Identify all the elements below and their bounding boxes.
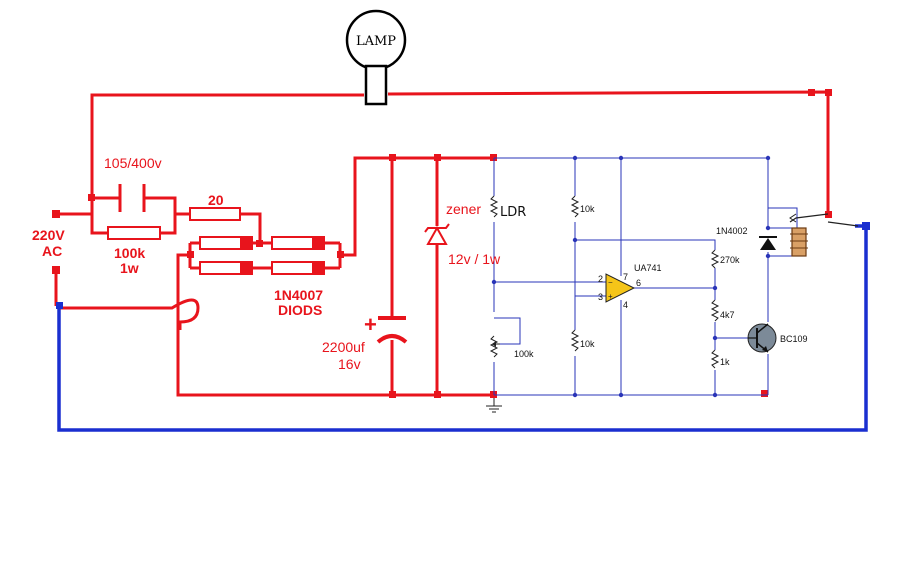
- label-zener-rating: 12v / 1w: [448, 251, 501, 267]
- relay-coil: [790, 227, 808, 257]
- label-diodes-part: 1N4007: [274, 287, 323, 303]
- potentiometer-100k: [489, 335, 500, 358]
- label-res-270k: 270k: [720, 255, 740, 265]
- label-pot-100k: 100k: [514, 349, 534, 359]
- resistor-100k: [107, 226, 161, 240]
- label-opamp: UA741: [634, 263, 662, 273]
- label-zener: zener: [446, 201, 481, 217]
- ground-symbol: [486, 398, 502, 413]
- bridge-diode-1: [199, 236, 253, 250]
- label-res-10k-top: 10k: [580, 204, 595, 214]
- label-cap-input: 105/400v: [104, 155, 162, 171]
- bridge-diode-4: [271, 261, 325, 275]
- ldr: [489, 195, 499, 218]
- resistor-4k7: [710, 299, 720, 322]
- resistor-20: [189, 207, 241, 221]
- label-plus-sign: +: [364, 312, 377, 337]
- label-res-20: 20: [208, 192, 224, 208]
- label-transistor: BC109: [780, 334, 808, 344]
- svg-text:−: −: [608, 278, 613, 287]
- label-pin4: 4: [623, 300, 628, 310]
- lamp: LAMP: [345, 9, 407, 106]
- label-res-100k-value: 100k: [114, 245, 145, 261]
- label-ldr: LDR: [500, 205, 526, 220]
- label-cap-filter-value: 2200uf: [322, 339, 365, 355]
- relay-diode-1n4002: [759, 236, 777, 250]
- label-relay-diode: 1N4002: [716, 226, 748, 236]
- control-junctions: [491, 155, 771, 398]
- transistor-bc109: [747, 323, 777, 353]
- neutral-node: [862, 222, 870, 230]
- lamp-label: LAMP: [356, 34, 396, 49]
- bridge-diode-2: [271, 236, 325, 250]
- label-diodes-word: DIODS: [278, 302, 322, 318]
- bridge-diode-3: [199, 261, 253, 275]
- label-cap-filter-voltage: 16v: [338, 356, 361, 372]
- resistor-270k: [710, 249, 720, 269]
- resistor-1k: [710, 349, 720, 369]
- opamp-ua741: − +: [605, 273, 636, 303]
- label-pin6: 6: [636, 278, 641, 288]
- label-source-type: AC: [42, 243, 62, 259]
- label-res-1k: 1k: [720, 357, 730, 367]
- label-res-10k-bottom: 10k: [580, 339, 595, 349]
- label-pin2: 2: [598, 274, 603, 284]
- svg-text:+: +: [608, 292, 613, 301]
- label-res-4k7: 4k7: [720, 310, 735, 320]
- resistor-10k-top: [570, 195, 580, 218]
- label-res-100k-power: 1w: [120, 260, 139, 276]
- relay-contact: [789, 213, 859, 227]
- label-pin3: 3: [598, 292, 603, 302]
- resistor-10k-bottom: [570, 329, 580, 352]
- label-pin7: 7: [623, 272, 628, 282]
- input-capacitor: [118, 184, 146, 212]
- control-wiring: [493, 157, 798, 396]
- zener-diode: [424, 223, 450, 245]
- label-source-voltage: 220V: [32, 227, 65, 243]
- filter-capacitor: [376, 316, 408, 344]
